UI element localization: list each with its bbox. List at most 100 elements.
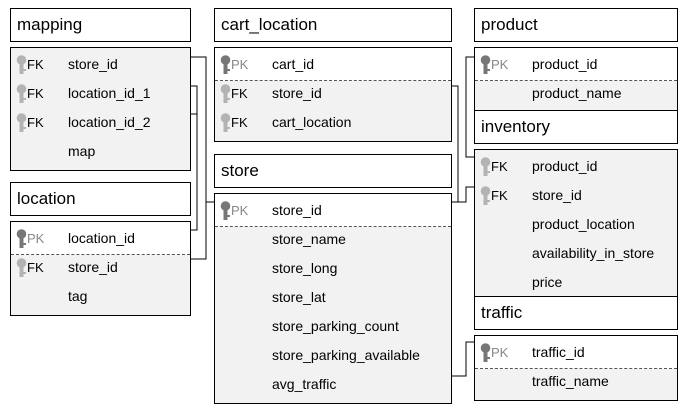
- column-row: PK location_id: [11, 224, 190, 253]
- column-row: FK store_id: [11, 50, 190, 79]
- key-icon: [480, 55, 491, 74]
- column-row: availability_in_store: [475, 239, 677, 268]
- column-name: store_id: [272, 202, 322, 218]
- primary-key-section: [11, 222, 190, 255]
- column-row: FK location_id_2: [11, 108, 190, 137]
- column-name: store_id: [68, 56, 118, 72]
- key-label: FK: [231, 115, 248, 130]
- rel-inventory-store: [452, 186, 474, 203]
- key-label: PK: [27, 231, 45, 246]
- column-name: product_id: [532, 158, 598, 174]
- rel-cart-store: [452, 85, 459, 203]
- key-label: FK: [491, 159, 508, 174]
- column-row: FK store_id: [475, 181, 677, 210]
- table-title: traffic: [474, 296, 678, 330]
- column-name: store_parking_count: [272, 318, 399, 334]
- key-icon: [16, 258, 27, 277]
- key-icon: [220, 201, 231, 220]
- rel-mapping-location: [191, 85, 198, 231]
- column-row: FK store_id: [11, 253, 190, 282]
- key-icon: [16, 55, 27, 74]
- column-name: availability_in_store: [532, 245, 655, 261]
- primary-key-section: [475, 336, 677, 369]
- key-label: PK: [231, 203, 249, 218]
- key-label: FK: [231, 86, 248, 101]
- table-title: store: [214, 154, 452, 188]
- column-row: FK product_id: [475, 152, 677, 181]
- rel-mapping-store: [191, 56, 214, 203]
- column-name: location_id_2: [68, 114, 151, 130]
- primary-key-section: [475, 48, 677, 81]
- column-name: store_id: [532, 187, 582, 203]
- column-name: store_lat: [272, 289, 326, 305]
- key-icon: [16, 229, 27, 248]
- primary-key-section: [215, 194, 451, 227]
- rel-store-traffic: [452, 341, 474, 377]
- table-title: cart_location: [214, 8, 452, 42]
- column-name: cart_id: [272, 56, 315, 72]
- key-icon: [220, 113, 231, 132]
- primary-key-section: [215, 48, 451, 81]
- column-row: store_parking_available: [215, 341, 451, 370]
- column-row: store_parking_count: [215, 312, 451, 341]
- key-label: PK: [231, 57, 249, 72]
- column-row: tag: [11, 282, 190, 311]
- key-label: FK: [491, 188, 508, 203]
- relationship-lines: [191, 56, 474, 377]
- table-title: inventory: [474, 110, 678, 144]
- column-row: FK location_id_1: [11, 79, 190, 108]
- column-name: product_name: [532, 85, 622, 101]
- column-name: price: [532, 274, 563, 290]
- column-name: map: [68, 143, 96, 159]
- column-row: price: [475, 268, 677, 297]
- column-name: location_id: [68, 230, 135, 246]
- key-icon: [480, 157, 491, 176]
- column-row: product_location: [475, 210, 677, 239]
- key-label: FK: [27, 260, 44, 275]
- table-body: PK product_id product_name: [474, 47, 678, 113]
- column-row: traffic_name: [475, 367, 677, 396]
- column-name: product_id: [532, 56, 598, 72]
- column-name: store_id: [272, 85, 322, 101]
- key-icon: [16, 84, 27, 103]
- column-row: PK product_id: [475, 50, 677, 79]
- column-row: PK store_id: [215, 196, 451, 225]
- column-name: avg_traffic: [272, 376, 337, 392]
- column-row: map: [11, 137, 190, 166]
- column-name: product_location: [532, 216, 635, 232]
- column-row: FK store_id: [215, 79, 451, 108]
- column-name: store_parking_available: [272, 347, 420, 363]
- key-label: FK: [27, 115, 44, 130]
- key-label: PK: [491, 57, 509, 72]
- table-title: location: [10, 182, 191, 216]
- column-row: store_lat: [215, 283, 451, 312]
- table-title: mapping: [10, 8, 191, 42]
- column-row: store_long: [215, 254, 451, 283]
- key-icon: [480, 343, 491, 362]
- column-row: product_name: [475, 79, 677, 108]
- column-row: FK cart_location: [215, 108, 451, 137]
- key-icon: [480, 186, 491, 205]
- column-name: tag: [68, 288, 88, 304]
- column-name: traffic_name: [532, 373, 609, 389]
- key-icon: [220, 84, 231, 103]
- column-name: traffic_id: [532, 344, 585, 360]
- key-icon: [220, 55, 231, 74]
- column-name: cart_location: [272, 114, 352, 130]
- rel-inventory-product: [465, 56, 474, 158]
- column-name: store_id: [68, 259, 118, 275]
- table-title: product: [474, 8, 678, 42]
- column-name: location_id_1: [68, 85, 151, 101]
- column-row: store_name: [215, 225, 451, 254]
- column-row: PK cart_id: [215, 50, 451, 79]
- key-label: FK: [27, 86, 44, 101]
- column-row: avg_traffic: [215, 370, 451, 399]
- column-name: store_long: [272, 260, 338, 276]
- key-label: FK: [27, 57, 44, 72]
